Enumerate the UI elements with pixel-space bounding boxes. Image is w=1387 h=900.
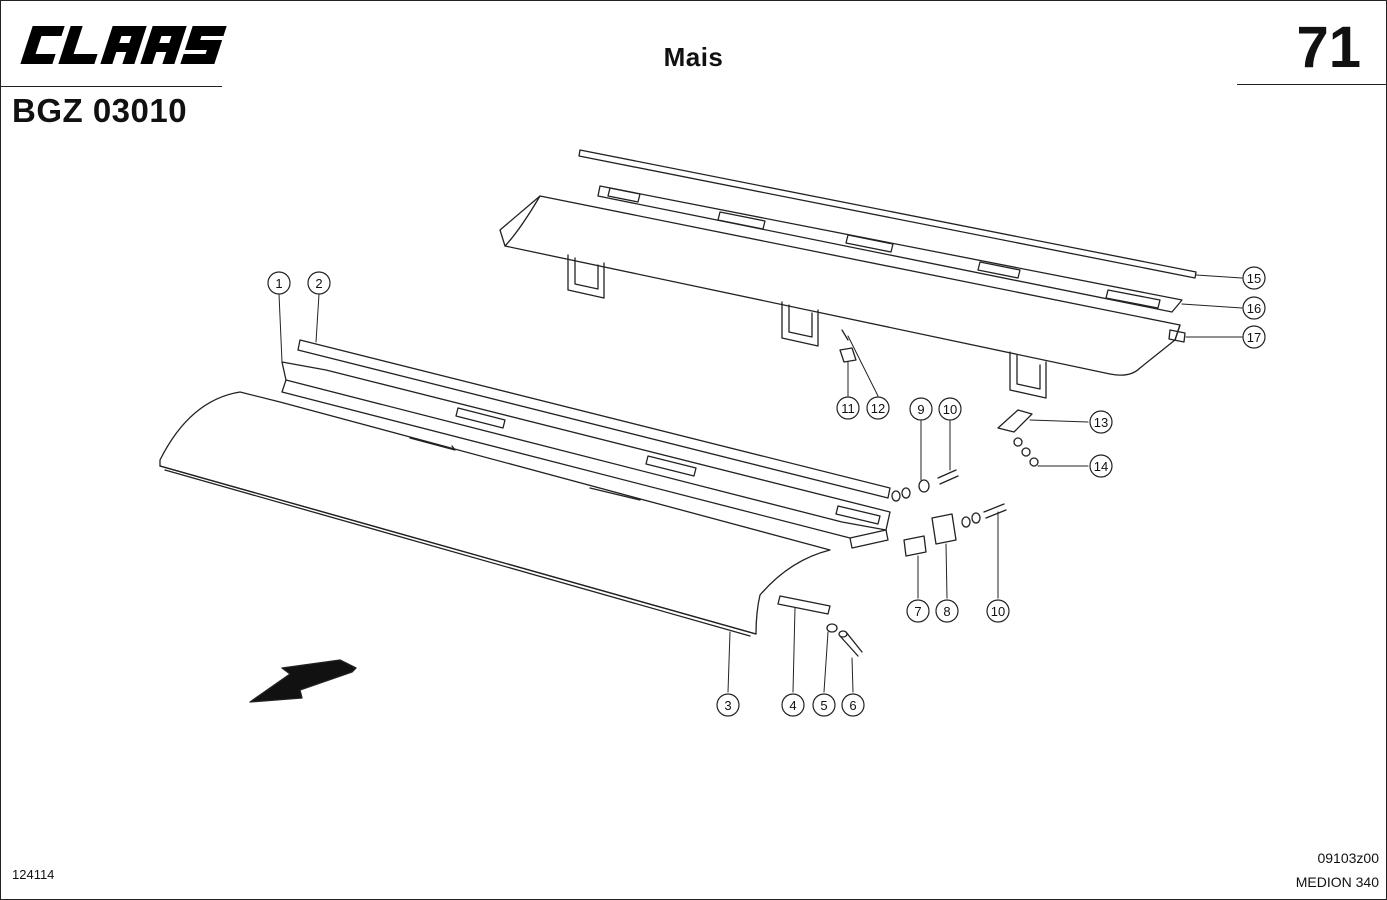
callout-10-lower: 10 — [986, 599, 1010, 623]
part-3-shield — [159, 391, 831, 637]
callout-1-label: 1 — [275, 276, 282, 291]
callout-16: 16 — [1242, 296, 1266, 320]
callout-4-label: 4 — [789, 698, 796, 713]
part-6-bolt — [838, 630, 863, 657]
callout-3-label: 3 — [724, 698, 731, 713]
callout-3: 3 — [716, 693, 740, 717]
part-10-bolt-lower — [961, 503, 1007, 528]
callout-10-lower-label: 10 — [991, 604, 1005, 619]
callout-8: 8 — [935, 599, 959, 623]
callout-15-label: 15 — [1247, 271, 1261, 286]
callout-12: 12 — [866, 396, 890, 420]
callout-9-label: 9 — [917, 402, 924, 417]
footer-drawing-code: 09103z00 — [1317, 850, 1379, 866]
callout-4: 4 — [781, 693, 805, 717]
part-12-pin — [841, 329, 849, 341]
part-2-rod — [297, 339, 891, 499]
callout-11-label: 11 — [841, 401, 855, 416]
callout-13: 13 — [1089, 410, 1113, 434]
part-13-clamp — [997, 409, 1033, 433]
page-number: 71 — [1296, 15, 1361, 80]
part-11-clip — [839, 347, 857, 363]
callout-9: 9 — [909, 397, 933, 421]
document-id: BGZ 03010 — [12, 92, 188, 129]
callout-6-label: 6 — [849, 698, 856, 713]
callout-17: 17 — [1242, 325, 1266, 349]
part-17-cover — [499, 195, 1186, 399]
leader-lines — [278, 274, 1243, 693]
callout-17-label: 17 — [1247, 330, 1261, 345]
part-8-bracket — [931, 513, 957, 545]
callout-2: 2 — [307, 271, 331, 295]
footer-left-code: 124114 — [12, 867, 55, 882]
callout-1: 1 — [267, 271, 291, 295]
footer-model: MEDION 340 — [1295, 874, 1379, 890]
header-rule-right — [1237, 84, 1387, 85]
part-14-nut — [1013, 437, 1039, 467]
callout-6: 6 — [841, 693, 865, 717]
callout-7-label: 7 — [914, 604, 921, 619]
part-1-rail — [281, 361, 891, 549]
callout-8-label: 8 — [943, 604, 950, 619]
page-title: Mais — [663, 42, 724, 72]
callout-10-upper: 10 — [938, 397, 962, 421]
part-9-washers — [891, 479, 930, 502]
part-7-plate — [903, 535, 927, 557]
callout-14: 14 — [1089, 454, 1113, 478]
part-15-rod — [578, 149, 1197, 279]
callout-11: 11 — [836, 396, 860, 420]
callout-16-label: 16 — [1247, 301, 1261, 316]
callout-10-upper-label: 10 — [943, 402, 957, 417]
part-16-strip — [597, 185, 1183, 313]
callouts: 1 2 3 4 5 6 7 8 9 10 11 12 13 14 15 16 1… — [267, 266, 1266, 717]
callout-15: 15 — [1242, 266, 1266, 290]
part-5-washer — [826, 623, 838, 633]
callout-13-label: 13 — [1094, 415, 1108, 430]
header-rule-left — [0, 86, 222, 87]
callout-12-label: 12 — [871, 401, 885, 416]
direction-arrow — [249, 659, 357, 703]
callout-2-label: 2 — [315, 276, 322, 291]
callout-14-label: 14 — [1094, 459, 1108, 474]
claas-logo — [20, 26, 227, 64]
part-4-rail — [777, 595, 831, 615]
callout-7: 7 — [906, 599, 930, 623]
callout-5-label: 5 — [820, 698, 827, 713]
callout-5: 5 — [812, 693, 836, 717]
part-10-bolt-upper — [937, 469, 959, 485]
